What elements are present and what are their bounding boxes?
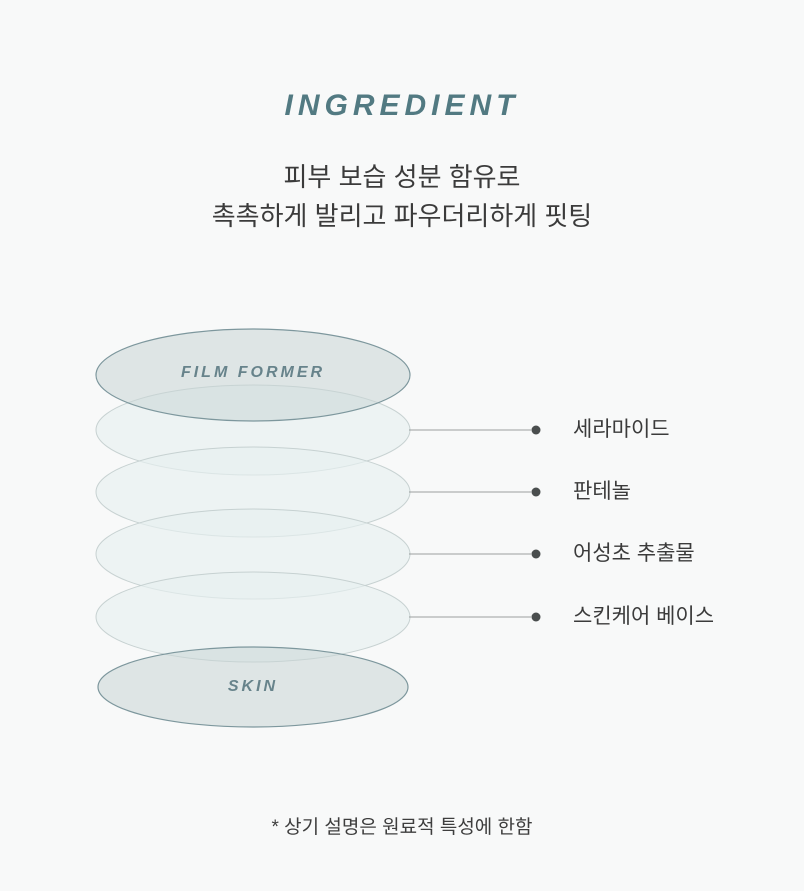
connector-dot-panthenol (531, 487, 541, 497)
film-former-label: FILM FORMER (180, 364, 326, 381)
ingredient-label-skincare-base: 스킨케어 베이스 (573, 605, 715, 628)
ingredient-label-panthenol: 판테놀 (573, 480, 631, 503)
connector-dot-ceramide (531, 425, 541, 435)
subtitle-line-1: 피부 보습 성분 함유로 (283, 162, 521, 192)
film-former-ellipse (95, 328, 411, 422)
ingredient-label-houttuynia: 어성초 추출물 (573, 542, 695, 565)
subtitle: 피부 보습 성분 함유로 촉촉하게 발리고 파우더리하게 핏팅 (0, 158, 804, 236)
connector-dot-skincare-base (531, 612, 541, 622)
footnote: * 상기 설명은 원료적 특성에 한함 (271, 817, 533, 838)
subtitle-line-2: 촉촉하게 발리고 파우더리하게 핏팅 (211, 201, 593, 231)
connector-dot-houttuynia (531, 549, 541, 559)
skin-label: SKIN (227, 678, 279, 695)
ingredient-label-ceramide: 세라마이드 (573, 418, 670, 441)
skin-ellipse (97, 646, 409, 728)
page-title: INGREDIENT (284, 89, 520, 122)
